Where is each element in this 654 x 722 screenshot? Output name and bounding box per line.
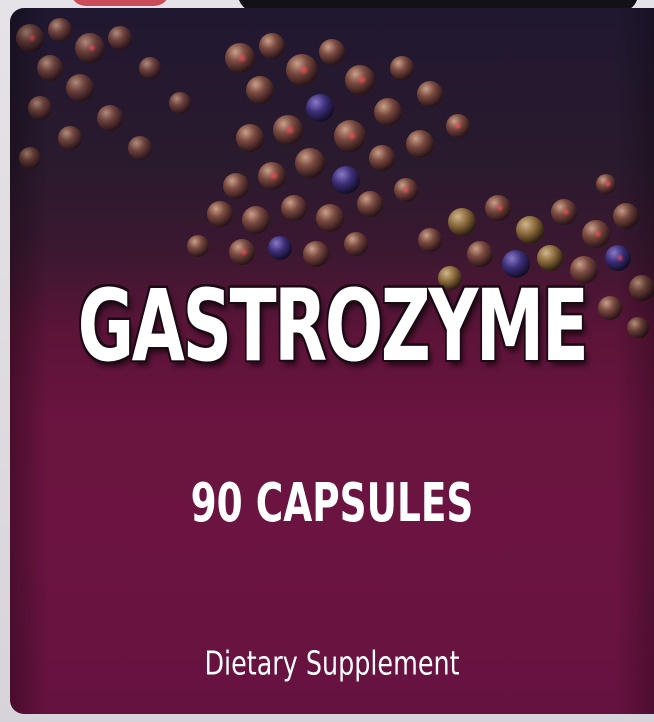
enzyme-cells-artwork [16, 18, 654, 338]
cap-edge [70, 0, 170, 6]
product-name: GASTROZYME [77, 267, 589, 384]
capsule-count: 90 CAPSULES [190, 471, 474, 535]
supplement-type: Dietary Supplement [204, 644, 460, 683]
bottle-label: GASTROZYME 90 CAPSULES Dietary Supplemen… [10, 8, 654, 714]
